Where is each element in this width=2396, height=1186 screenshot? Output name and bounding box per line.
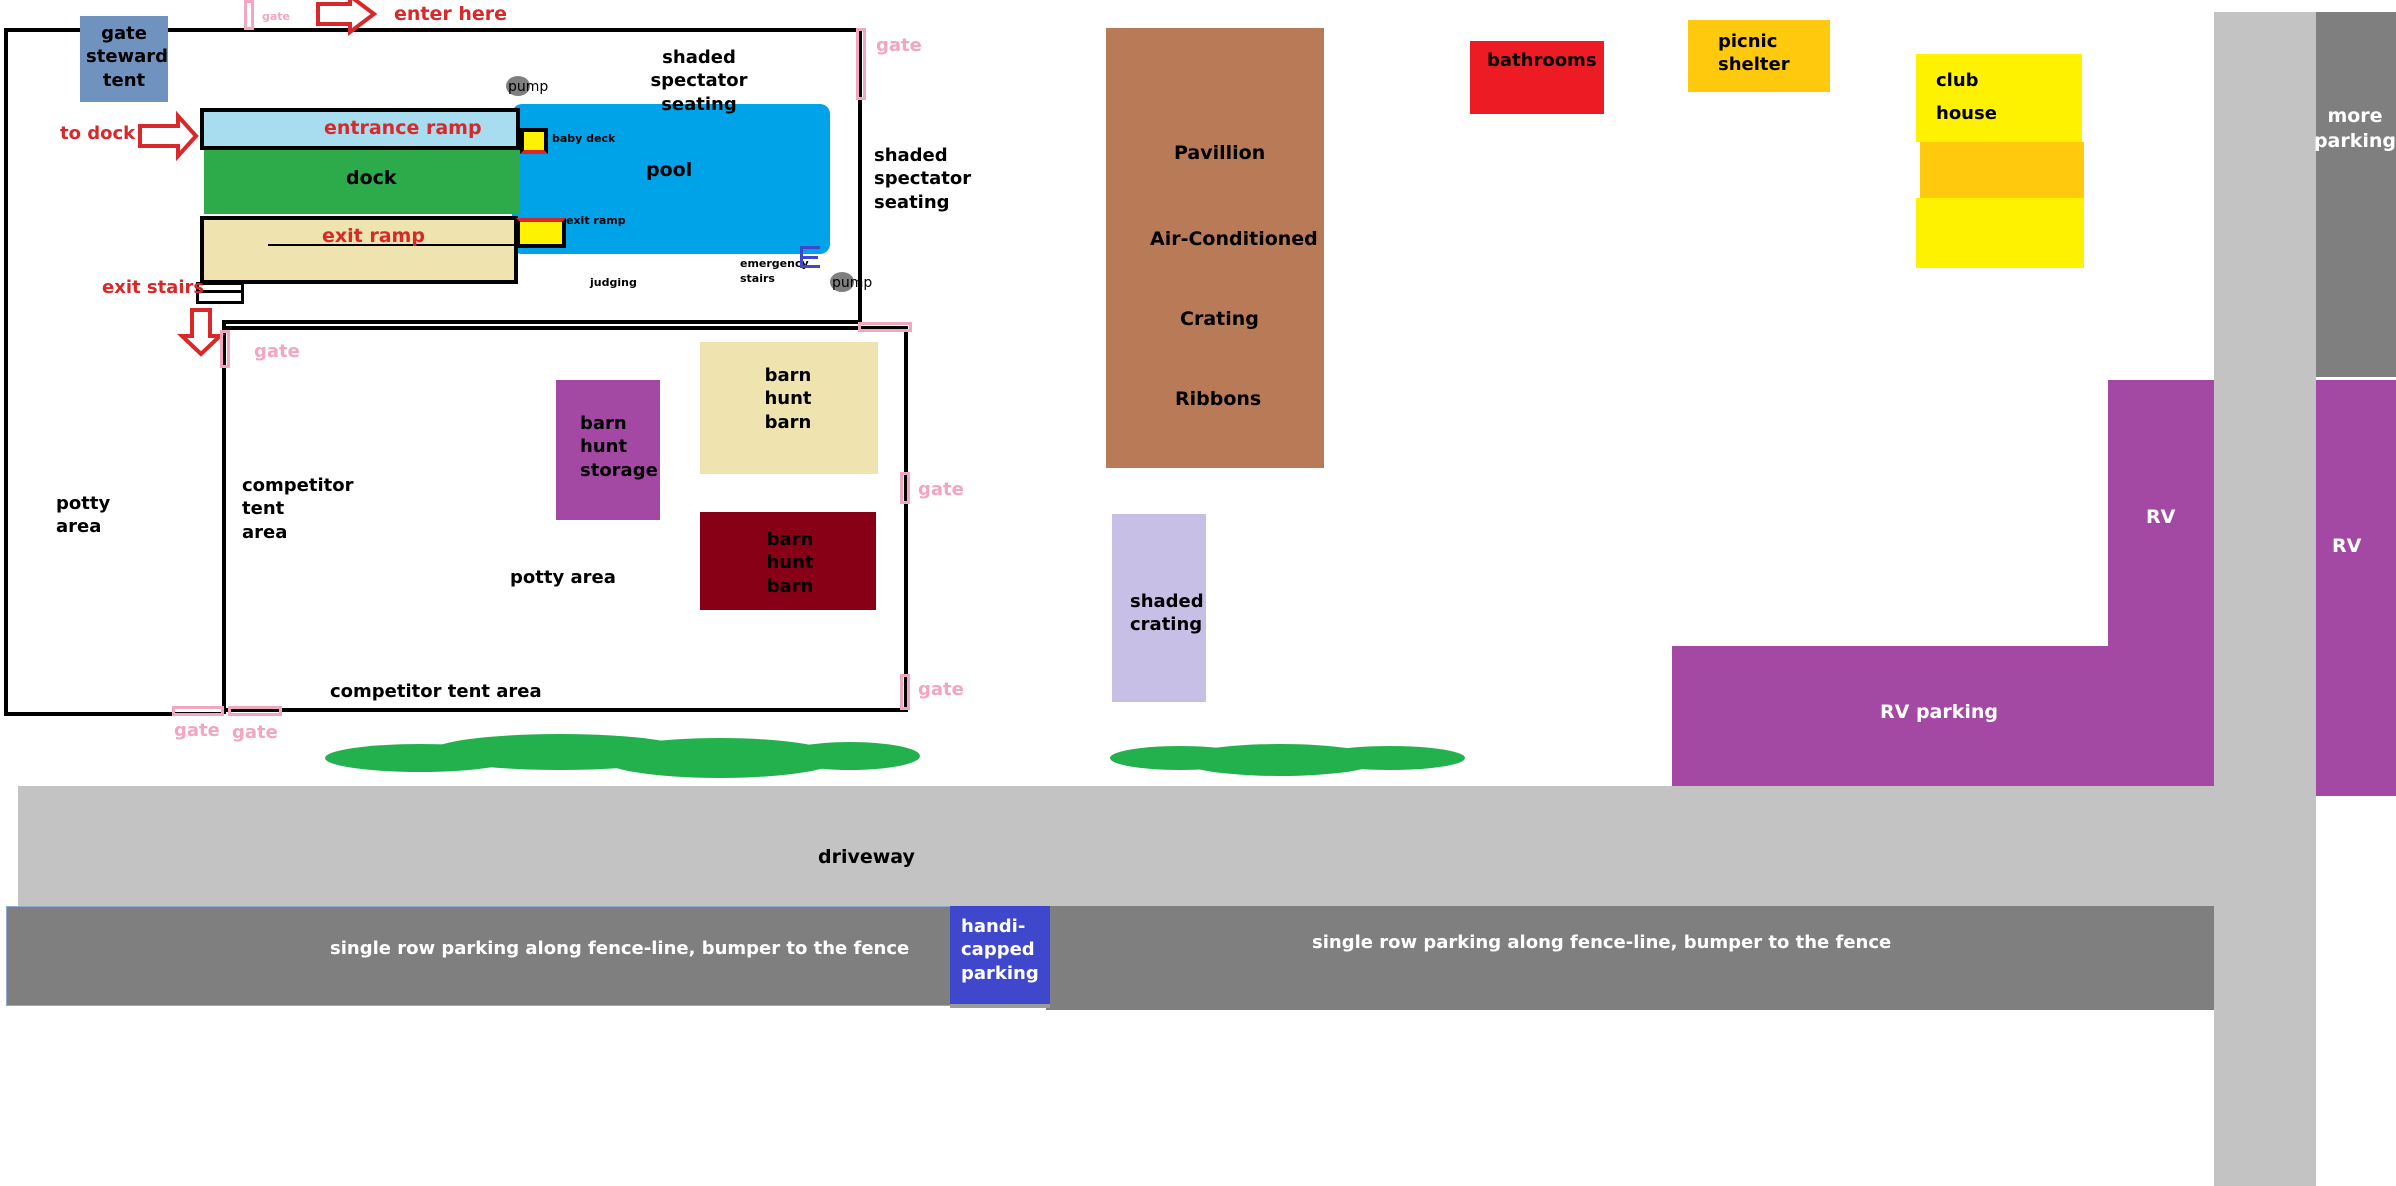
barn-hunt-barn-1-label: barn hunt barn: [764, 365, 812, 433]
gate-lower-left-label: gate: [254, 341, 300, 362]
barn-hunt-barn-2-label: barn hunt barn: [766, 529, 814, 597]
gate-steward-tent-label: gate steward tent: [86, 23, 169, 91]
enter-here-label: enter here: [394, 3, 508, 25]
dock: [204, 150, 520, 214]
gate-right-2: [900, 674, 910, 710]
club-house-middle: [1920, 142, 2084, 198]
baby-deck-label: baby deck: [552, 132, 616, 145]
driveway: [18, 786, 2214, 906]
gate-bottom-2-label: gate: [232, 722, 278, 743]
dock-label: dock: [346, 167, 397, 189]
single-row-parking-left-label: single row parking along fence-line, bum…: [330, 938, 910, 959]
gate-bottom-2: [228, 706, 282, 716]
pavilion-label-2: Air-Conditioned: [1150, 228, 1318, 250]
rv-label-1: RV: [2146, 506, 2176, 528]
picnic-shelter: [1688, 20, 1830, 92]
pump-label-2: pump: [832, 275, 873, 291]
shaded-spectator-top-label: shaded spectator seating: [650, 47, 748, 115]
entrance-ramp-label: entrance ramp: [324, 117, 482, 139]
gate-bottom-1: [172, 706, 224, 716]
gate-top-left-label: gate: [262, 10, 291, 23]
exit-stairs-step: [196, 290, 244, 293]
to-dock-label: to dock: [60, 123, 136, 144]
parking-row-right: [1046, 906, 2214, 1010]
gate-right-2-label: gate: [918, 679, 964, 700]
pavilion-label-3: Crating: [1180, 308, 1259, 330]
emergency-stairs-label: emergency stairs: [740, 257, 809, 286]
gate-right-1-label: gate: [918, 479, 964, 500]
exit-ramp-line: [268, 244, 518, 246]
more-parking-area: [2316, 12, 2396, 377]
bathrooms-label: bathrooms: [1487, 50, 1597, 71]
more-parking-label: more parking: [2313, 105, 2396, 152]
shaded-spectator-side-label: shaded spectator seating: [874, 145, 972, 213]
picnic-shelter-label: picnic shelter: [1718, 31, 1790, 76]
pavilion: [1106, 28, 1324, 468]
emergency-stairs-step: [800, 256, 818, 259]
gate-lower-left: [220, 330, 230, 368]
gate-right-1: [900, 472, 910, 504]
baby-deck: [520, 128, 548, 154]
barn-hunt-barn-dark: [700, 512, 876, 610]
shaded-crating: [1112, 514, 1206, 702]
exit-ramp-label: exit ramp: [322, 225, 425, 247]
potty-area-label: potty area: [510, 567, 616, 588]
competitor-tent-area-bottom-label: competitor tent area: [330, 681, 542, 702]
exit-stairs: [196, 282, 244, 304]
single-row-parking-right-label: single row parking along fence-line, bum…: [1312, 932, 1892, 953]
exit-ramp: [200, 216, 518, 284]
parking-row-left: [6, 906, 952, 1006]
potty-area-left-label: potty area: [56, 493, 111, 538]
barn-hunt-storage: [556, 380, 660, 520]
handicapped-parking: [950, 906, 1050, 1008]
entrance-ramp: [200, 108, 520, 150]
pool-label: pool: [646, 159, 693, 181]
rv-parking-area: [1672, 646, 2214, 796]
handicapped-parking-label: handi- capped parking: [961, 916, 1039, 984]
vertical-road: [2214, 12, 2316, 1186]
rv-label-2: RV: [2332, 535, 2362, 557]
barn-hunt-barn-tan: [700, 342, 878, 474]
competitor-tent-area-left-label: competitor tent area: [242, 475, 354, 543]
driveway-label: driveway: [818, 846, 915, 868]
judging-label: judging: [590, 276, 637, 289]
rv-area-2: [2316, 380, 2396, 796]
pavilion-label-4: Ribbons: [1175, 388, 1262, 410]
gate-mid-right: [858, 322, 912, 332]
gate-bottom-1-label: gate: [174, 720, 220, 741]
pavilion-label-1: Pavillion: [1174, 142, 1266, 164]
bathrooms: [1470, 41, 1604, 114]
gate-top-right-label: gate: [876, 35, 922, 56]
gate-steward-tent: [80, 16, 168, 102]
pump-icon-1: [506, 76, 530, 96]
barn-hunt-storage-label: barn hunt storage: [580, 413, 658, 481]
exit-ramp-deck: [516, 218, 566, 248]
pump-icon-2: [830, 272, 854, 292]
club-house-label-2: house: [1936, 103, 1997, 124]
gate-top-left: [244, 0, 254, 30]
shaded-crating-label: shaded crating: [1130, 591, 1204, 636]
club-house-bottom: [1916, 198, 2084, 268]
club-house-label-1: club: [1936, 70, 1979, 91]
exit-stairs-label: exit stairs: [102, 277, 205, 298]
pump-label-1: pump: [508, 79, 549, 95]
rv-parking-label: RV parking: [1880, 701, 1999, 723]
club-house-top: [1916, 54, 2082, 142]
gate-top-right: [856, 28, 866, 100]
exit-ramp-small-label: exit ramp: [566, 214, 626, 227]
